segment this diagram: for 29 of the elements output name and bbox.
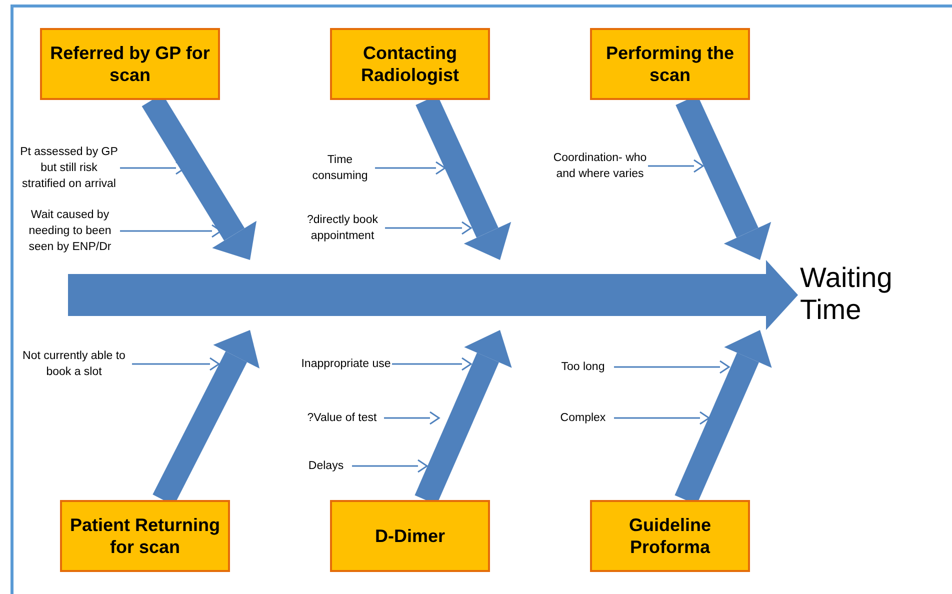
cause-arrow <box>392 357 472 371</box>
cause-label: Inappropriate use <box>300 346 392 382</box>
cause-label: Delays <box>300 456 352 476</box>
cause-arrow <box>648 159 704 173</box>
cause-label: Pt assessed by GP but still risk stratified on arrival <box>18 142 120 194</box>
category-box: Referred by GP for scan <box>40 28 220 100</box>
cause-arrow <box>385 221 472 235</box>
category-box: Patient Returning for scan <box>60 500 230 572</box>
cause-label: Wait caused by needing to been seen by ENP/Dr <box>20 205 120 257</box>
category-box: Guideline Proforma <box>590 500 750 572</box>
cause-label: Too long <box>552 357 614 377</box>
cause-label: Time consuming <box>305 150 375 186</box>
cause-arrow <box>120 224 222 238</box>
cause-arrow <box>132 357 220 371</box>
cause-label: Not currently able to book a slot <box>16 346 132 382</box>
effect-label: Waiting Time <box>800 262 894 326</box>
cause-arrow <box>352 459 428 473</box>
spine-arrow <box>68 260 798 330</box>
cause-arrow <box>384 411 440 425</box>
cause-arrow <box>375 161 446 175</box>
category-box: D-Dimer <box>330 500 490 572</box>
category-box: Performing the scan <box>590 28 750 100</box>
cause-label: Complex <box>552 408 614 428</box>
cause-arrow <box>614 411 710 425</box>
cause-label: Coordination- who and where varies <box>552 140 648 192</box>
category-box: Contacting Radiologist <box>330 28 490 100</box>
cause-label: ?Value of test <box>300 408 384 428</box>
cause-arrow <box>614 360 730 374</box>
cause-label: ?directly book appointment <box>300 210 385 246</box>
